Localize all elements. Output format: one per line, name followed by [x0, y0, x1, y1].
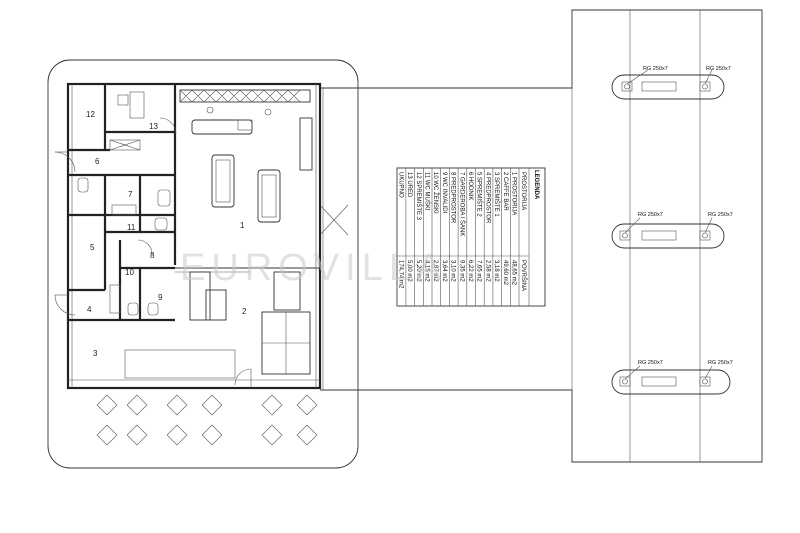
legend-room-name: 4 PREDPROSTOR [484, 172, 490, 224]
lounge-furniture [211, 154, 281, 223]
room-number: 11 [127, 223, 136, 232]
outdoor-tables [96, 394, 318, 446]
legend-room-area: 3,18 m2 [493, 260, 499, 282]
legend-room-name: 2 CAFFE BAR [502, 172, 508, 211]
legend-room-name: UKUPNO [397, 172, 403, 198]
legend-room-area: 2,58 m2 [484, 260, 490, 282]
legend-room-area: 3,64 m2 [441, 260, 447, 282]
room-number: 3 [93, 349, 98, 358]
legend-room-name: 11 WC MUŠKI [424, 172, 431, 211]
legend-room-area: 2,87 m2 [432, 260, 438, 282]
doors [54, 117, 252, 388]
legend-room-name: 9 WC INVALIDI [441, 172, 447, 214]
bar-furniture [124, 271, 311, 379]
legend-room-area: 3,10 m2 [450, 260, 456, 282]
vent-label: RG 250x7 [643, 66, 668, 72]
vent-row-3 [611, 365, 731, 395]
legend-room-name: 7 GARDEROBA I ŠANK [458, 172, 465, 236]
room-number: 8 [150, 251, 155, 260]
wc-fixtures [77, 91, 171, 316]
legend-room-name: 10 WC ŽENSKI [432, 172, 440, 214]
legend-room-name: 8 PREDPROSTOR [450, 172, 456, 224]
vent-row-2 [611, 217, 725, 249]
counter-top [179, 89, 313, 171]
legend-room-area: 4,15 m2 [424, 260, 430, 282]
legend-room-area: 49,60 m2 [502, 260, 508, 286]
room-labels: 1 2 3 4 5 6 7 8 9 10 11 12 13 [86, 110, 247, 358]
roof-wing: RG 250x7 RG 250x7 RG 250x7 RG 250x7 RG 2… [319, 9, 763, 463]
watermark: EUROVILLA [180, 247, 447, 289]
legend-room-area: 48,65 m2 [511, 260, 517, 286]
vent-label: RG 250x7 [708, 360, 733, 366]
legend-room-area: 6,22 m2 [467, 260, 473, 282]
legend-room-name: 5 SPREMIŠTE 2 [476, 172, 483, 217]
room-number: 13 [149, 122, 158, 131]
room-number: 2 [242, 307, 247, 316]
legend-room-name: 12 SPREMIŠTE 3 [415, 172, 422, 221]
legend-room-area: 9,35 m2 [458, 260, 464, 282]
legend-room-area: 5,00 m2 [406, 260, 412, 282]
room-number: 4 [87, 305, 92, 314]
room-number: 5 [90, 243, 95, 252]
legend-room-area: 174,74 m2 [397, 260, 403, 289]
room-number: 1 [240, 221, 245, 230]
vent-label: RG 250x7 [638, 360, 663, 366]
building-walls [66, 82, 322, 390]
legend-table: LEGENDA PROSTORIJA POVRŠINA 1 PROSTORIJA… [396, 167, 546, 307]
terrace-outline [47, 59, 359, 469]
room-number: 9 [158, 293, 163, 302]
legend-room-name: 13 URED [406, 172, 412, 198]
legend-room-area: 5,20 m2 [415, 260, 421, 282]
legend-col-area: POVRŠINA [520, 260, 527, 291]
legend-col-room: PROSTORIJA [520, 172, 526, 210]
vent-row-1 [611, 69, 725, 100]
vent-label: RG 250x7 [638, 212, 663, 218]
room-number: 6 [95, 157, 100, 166]
legend-room-name: 1 PROSTORIJA [511, 172, 517, 215]
legend-room-name: 6 HODNIK [467, 172, 473, 200]
room-number: 12 [86, 110, 95, 119]
room-number: 7 [128, 190, 133, 199]
legend-room-area: 7,65 m2 [476, 260, 482, 282]
vent-label: RG 250x7 [708, 212, 733, 218]
vent-label: RG 250x7 [706, 66, 731, 72]
legend-room-name: 3 SPREMIŠTE 1 [493, 172, 500, 217]
room-number: 10 [125, 268, 134, 277]
legend-title: LEGENDA [533, 170, 539, 200]
